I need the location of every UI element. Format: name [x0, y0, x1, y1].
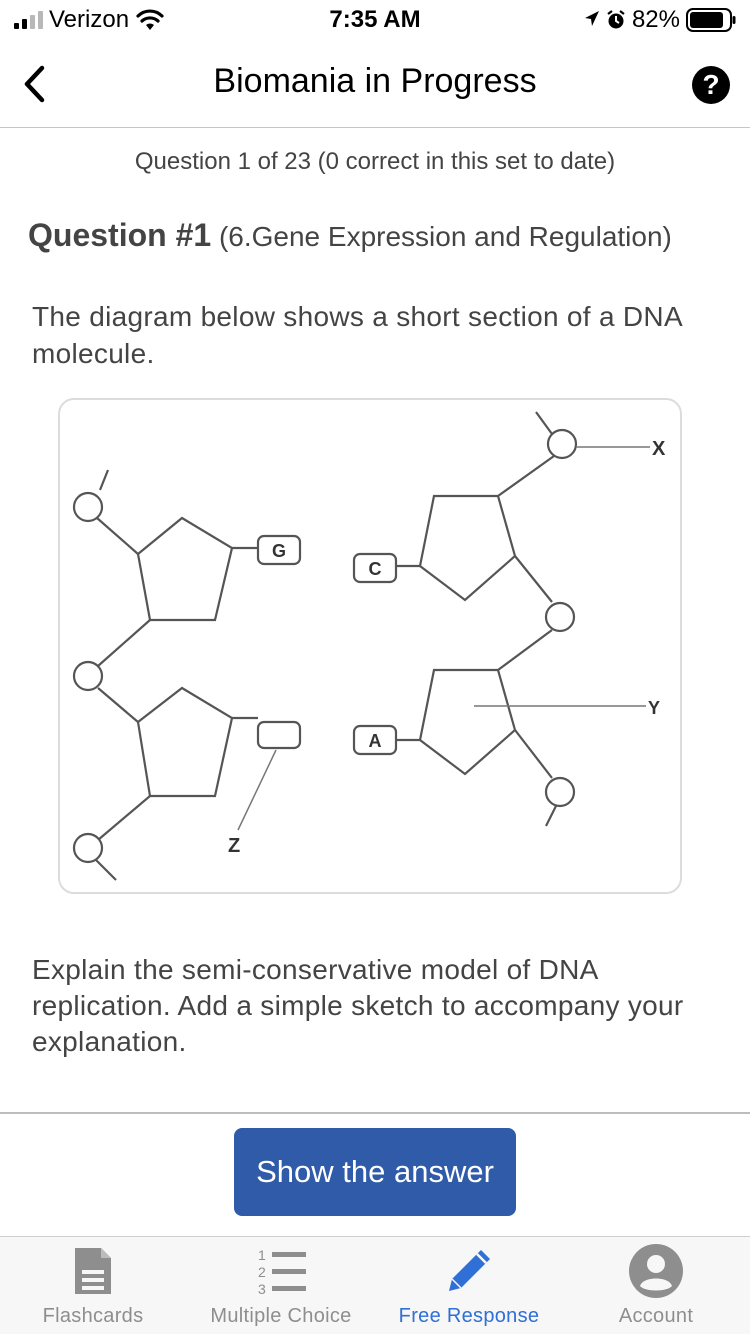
sugar-pentagon	[418, 668, 517, 776]
label-y: Y	[648, 698, 660, 718]
tab-label: Flashcards	[42, 1305, 144, 1327]
strand-line	[514, 555, 553, 603]
divider	[0, 1112, 750, 1114]
question-number: Question #1	[28, 217, 212, 253]
strand-line	[514, 729, 553, 779]
status-bar: Verizon 7:35 AM 82%	[0, 0, 750, 40]
battery-percent: 82%	[631, 6, 680, 33]
strand-line	[97, 687, 139, 723]
sugar-pentagon	[136, 686, 234, 798]
phosphate-circle	[72, 832, 104, 864]
strand-line	[545, 805, 557, 827]
strand-line	[98, 469, 110, 491]
battery-icon	[686, 8, 736, 32]
question-heading: Question #1 (6.Gene Expression and Regul…	[28, 216, 728, 256]
pencil-icon	[449, 1250, 490, 1291]
account-icon	[629, 1244, 683, 1298]
phosphate-circle	[544, 776, 576, 808]
status-left: Verizon	[14, 6, 165, 34]
strand-line	[95, 859, 117, 881]
tab-label: Multiple Choice	[210, 1305, 352, 1327]
page-title: Biomania in Progress	[213, 62, 537, 100]
show-answer-button[interactable]: Show the answer	[234, 1128, 516, 1216]
svg-text:2: 2	[258, 1264, 266, 1280]
svg-text:1: 1	[258, 1247, 266, 1263]
base-c-label: C	[369, 559, 382, 579]
chevron-left-icon	[24, 65, 45, 103]
base-a-label: A	[369, 731, 382, 751]
strand-line	[97, 795, 151, 841]
dna-diagram: G C A X Y Z	[58, 398, 682, 894]
document-icon	[75, 1248, 111, 1294]
help-button[interactable]: ?	[692, 66, 730, 104]
question-intro: The diagram below shows a short section …	[32, 301, 682, 369]
back-button[interactable]	[14, 62, 54, 106]
label-x: X	[652, 438, 666, 460]
phosphate-circle	[544, 601, 576, 633]
strand-line	[497, 455, 555, 497]
location-arrow-icon	[584, 11, 599, 26]
label-leader-z	[237, 749, 277, 831]
phosphate-circle	[72, 660, 104, 692]
base-box-unknown	[256, 720, 302, 750]
tab-multiple-choice[interactable]: 1 2 3 Multiple Choice	[196, 1237, 366, 1334]
question-prompt: Explain the semi-conservative model of D…	[32, 954, 684, 1057]
sugar-pentagon	[136, 516, 234, 622]
base-box	[256, 534, 302, 566]
tab-free-response[interactable]: Free Response	[388, 1237, 550, 1334]
strand-line	[97, 619, 151, 667]
navigation-bar: Biomania in Progress ?	[0, 40, 750, 128]
phosphate-circle	[72, 491, 104, 523]
base-g-label: G	[272, 541, 286, 561]
numbered-list-icon: 1 2 3	[258, 1247, 306, 1297]
signal-icon	[14, 11, 43, 29]
strand-line	[535, 411, 553, 435]
tab-flashcards[interactable]: Flashcards	[20, 1237, 166, 1334]
carrier-name: Verizon	[49, 6, 130, 33]
strand-line	[497, 629, 553, 671]
sugar-pentagon	[418, 494, 517, 602]
question-topic: (6.Gene Expression and Regulation)	[218, 221, 672, 252]
status-right: 82%	[584, 6, 736, 34]
alarm-icon	[607, 10, 625, 29]
strand-line	[96, 517, 139, 555]
tab-label: Free Response	[398, 1305, 540, 1327]
question-progress: Question 1 of 23 (0 correct in this set …	[134, 148, 616, 175]
tab-bar: Flashcards 1 2 3 Multiple Choice Free Re…	[0, 1236, 750, 1334]
tab-label: Account	[618, 1305, 694, 1327]
svg-text:3: 3	[258, 1281, 266, 1297]
dna-diagram-svg: G C A X Y Z	[72, 411, 666, 881]
base-box	[352, 552, 398, 584]
base-box	[352, 724, 398, 756]
tab-account[interactable]: Account	[596, 1237, 716, 1334]
phosphate-circle	[546, 428, 578, 460]
wifi-icon	[136, 9, 164, 30]
label-z: Z	[228, 835, 240, 857]
